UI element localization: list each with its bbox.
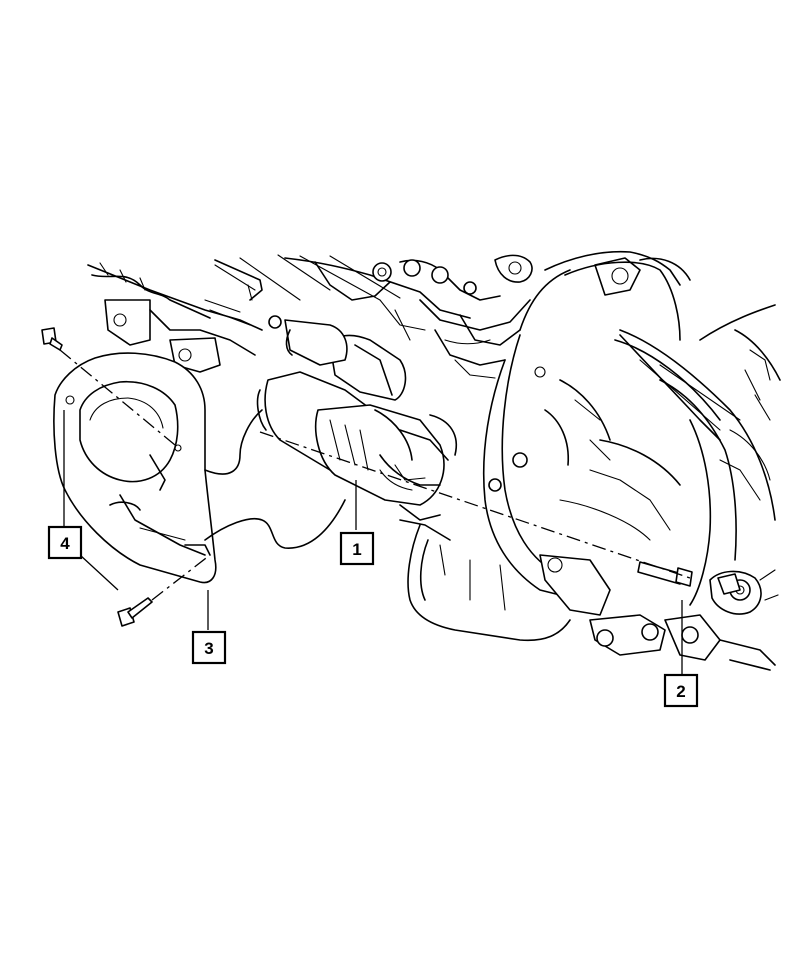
callout-2-label: 2 [676, 682, 685, 701]
callout-4-box [47, 525, 83, 560]
oil-pan-illustration [399, 519, 571, 642]
alignment-lines [59, 349, 691, 601]
callout-1-label: 1 [352, 540, 361, 559]
starter-bolt-illustration [637, 561, 693, 587]
mount-bracket-illustration [539, 554, 779, 671]
transmission-illustration [482, 250, 781, 606]
callout-3-label: 3 [204, 639, 213, 658]
callout-1-box [339, 531, 375, 566]
heat-shield-illustration [53, 352, 346, 584]
callout-3: 3 [191, 630, 227, 665]
callout-4-label: 4 [60, 534, 70, 553]
callout-3-box [191, 630, 227, 665]
starter-motor-illustration [256, 315, 457, 521]
callout-1: 1 [339, 531, 375, 566]
heat-shield-bolt-illustration [41, 327, 153, 627]
callout-4: 4 [47, 525, 83, 560]
callout-leaders [63, 410, 683, 675]
callout-2: 2 [663, 673, 699, 708]
callout-2-box [663, 673, 699, 708]
